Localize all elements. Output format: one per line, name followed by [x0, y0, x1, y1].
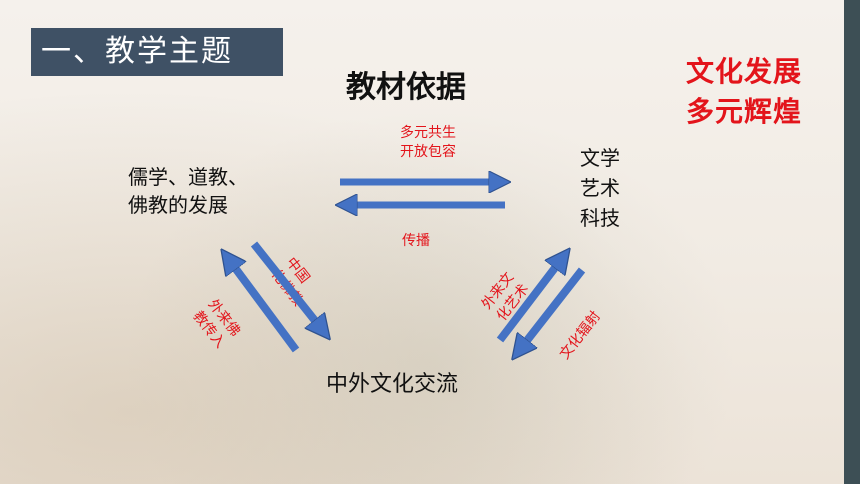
- right-edge-strip: [844, 0, 860, 484]
- arrow-left-diagonal-up: [227, 257, 300, 353]
- node-religion-line-2: 佛教的发展: [128, 193, 228, 217]
- label-coexist: 多元共生 开放包容: [388, 124, 468, 162]
- node-religion-line-1: 儒学、道教、: [128, 165, 248, 189]
- node-culture: 文学 艺术 科技: [580, 143, 630, 233]
- label-spread: 传播: [402, 233, 430, 249]
- page-title: 教材依据: [346, 70, 466, 105]
- section-title: 一、教学主题: [31, 28, 283, 76]
- label-coexist-line-2: 开放包容: [400, 144, 456, 160]
- arrow-right-diagonal-down: [518, 267, 586, 352]
- label-coexist-line-1: 多元共生: [400, 125, 456, 141]
- node-culture-line-2: 艺术: [580, 176, 620, 200]
- theme-line-1: 文化发展: [686, 55, 803, 88]
- node-culture-line-3: 科技: [580, 206, 620, 230]
- arrow-left-diagonal-down: [250, 241, 324, 332]
- node-exchange: 中外文化交流: [326, 372, 459, 397]
- arrow-right-diagonal-up: [496, 256, 564, 343]
- node-religion: 儒学、道教、 佛教的发展: [128, 163, 248, 219]
- node-culture-line-1: 文学: [580, 146, 620, 170]
- theme-line-2: 多元辉煌: [686, 95, 803, 128]
